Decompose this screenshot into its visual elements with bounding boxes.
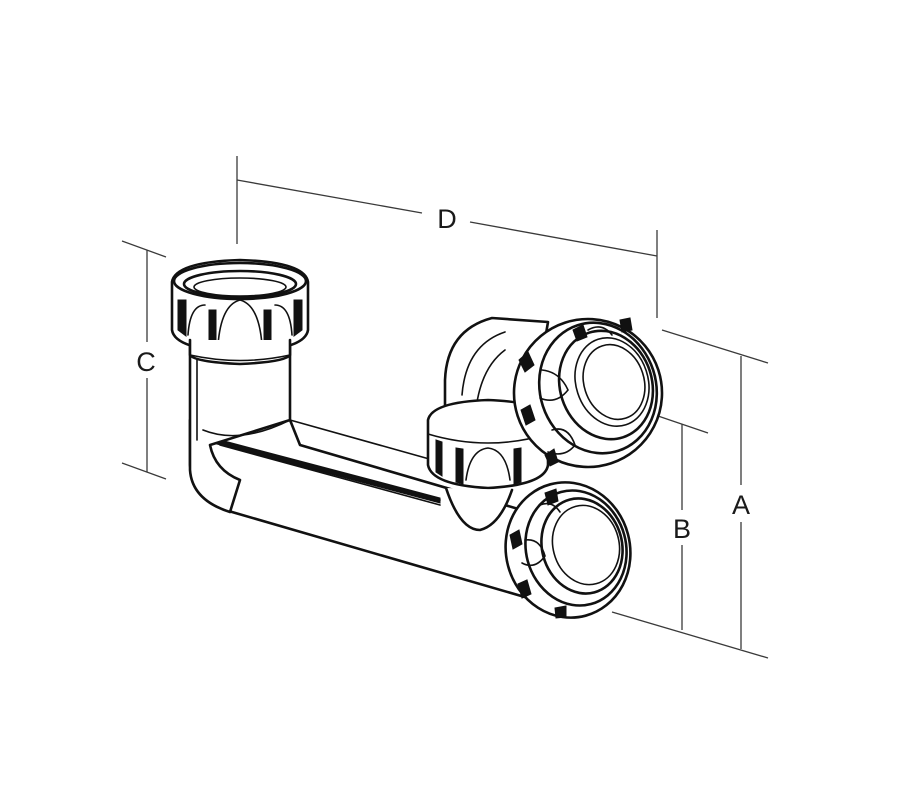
- dimension-a-extension-top: [661, 329, 769, 364]
- elbow-base-nut: [426, 398, 550, 532]
- dimension-b-extension-bottom: [611, 611, 769, 659]
- dimension-c-extension-bottom: [121, 462, 167, 480]
- left-riser: [188, 328, 292, 514]
- lower-right-nut: [504, 481, 632, 619]
- upper-right-nut: [512, 317, 664, 469]
- dimension-label-b: B: [673, 514, 691, 544]
- dimension-d-line-right: [469, 221, 658, 257]
- dimension-c-extension-top: [121, 240, 167, 258]
- dimension-label-c: C: [136, 347, 156, 377]
- dimension-d-line-left: [236, 179, 423, 214]
- dimension-label-a: A: [732, 490, 750, 520]
- left-top-nut: [170, 258, 310, 354]
- left-neck: [188, 338, 292, 366]
- dimension-lines: [121, 156, 769, 659]
- pipe-assembly: [170, 258, 664, 619]
- dimension-label-d: D: [437, 204, 457, 234]
- dimension-b-extension-top: [657, 415, 709, 434]
